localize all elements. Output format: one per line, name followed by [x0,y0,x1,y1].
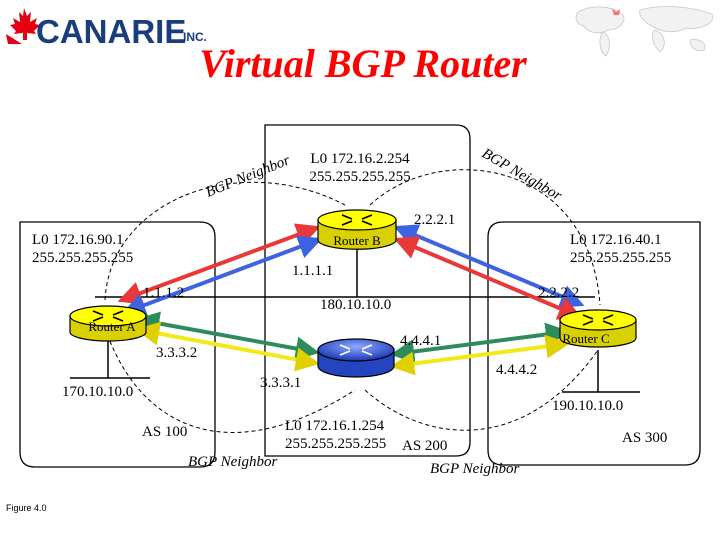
router-c-loopback-mask: 255.255.255.255 [570,250,671,266]
bgp-neighbor-label-ab: BGP Neighbor [204,152,293,200]
bgp-neighbor-label-av: BGP Neighbor [188,454,277,470]
router-c-label: Router C [562,331,609,346]
as-300-lan-label: 190.10.10.0 [552,398,623,414]
bgp-session-a-b [104,181,346,301]
world-map-icon [575,6,713,57]
router-b-interface-2221: 2.2.2.1 [414,212,455,228]
as-100-lan-label: 170.10.10.0 [62,384,133,400]
router-c[interactable]: Router C [559,309,637,348]
router-a-loopback-mask: 255.255.255.255 [32,250,133,266]
canarie-logo: CANARIE INC. [6,8,207,50]
bgp-session-a-v [104,327,356,433]
as-100-label: AS 100 [142,424,187,440]
core-network-label: 180.10.10.0 [320,297,391,313]
as-300-label: AS 300 [622,430,667,446]
link-blue-a-b [121,235,323,317]
virtual-router-loopback: L0 172.16.1.254 [285,418,385,434]
as-200-boundary [264,124,471,457]
router-b-loopback-mask: 255.255.255.255 [309,169,410,185]
logo-name: CANARIE [36,13,186,50]
logo-suffix: INC. [183,30,207,44]
router-c-loopback: L0 172.16.40.1 [570,232,662,248]
maple-leaf-icon [6,8,40,44]
router-b-label: Router B [333,233,381,248]
router-arrows-icon [341,214,373,226]
bgp-neighbor-label-vc: BGP Neighbor [430,461,519,477]
router-arrows-icon [582,314,614,326]
bgp-session-v-c [364,349,599,431]
router-arrows-icon [92,310,124,322]
router-a-label: Router A [88,319,136,334]
link-yellow-v-c [390,334,570,376]
router-a-interface-3332: 3.3.3.2 [156,345,197,361]
router-a-interface-1112: 1.1.1.2 [143,285,184,301]
router-c-interface-2222: 2.2.2.2 [538,285,579,301]
link-red-b-c [393,236,583,320]
router-a[interactable]: Router A [69,305,147,342]
router-b-loopback: L0 172.16.2.254 [310,151,410,167]
router-c-interface-4442: 4.4.4.2 [496,362,537,378]
virtual-router-interface-4441: 4.4.4.1 [400,333,441,349]
link-yellow-a-v [135,321,320,372]
router-b-interface-1111: 1.1.1.1 [292,263,333,279]
bgp-neighbor-label-bc: BGP Neighbor [479,146,564,205]
router-arrows-icon [339,344,373,356]
figure-label: Figure 4.0 [6,503,47,513]
virtual-router-interface-3331: 3.3.3.1 [260,375,301,391]
router-a-loopback: L0 172.16.90.1 [32,232,124,248]
page-title: Virtual BGP Router [199,41,527,86]
router-b[interactable]: Router B [317,209,397,250]
bgp-session-b-c [369,169,601,306]
as-200-label: AS 200 [402,438,447,454]
virtual-router-loopback-mask: 255.255.255.255 [285,436,386,452]
virtual-router[interactable] [317,338,395,378]
